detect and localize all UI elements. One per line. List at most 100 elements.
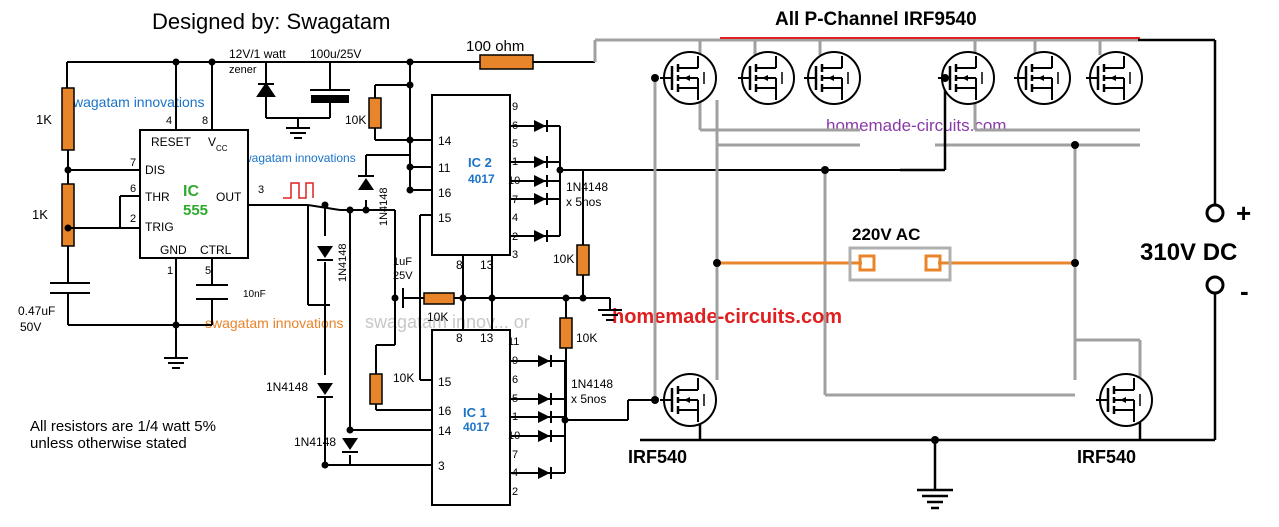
label-diode-b: 1N4148 bbox=[294, 435, 336, 449]
dc-terminal-plus bbox=[1205, 203, 1225, 223]
label-cap-10n: 10nF bbox=[243, 289, 266, 300]
ic1-pin-15: 15 bbox=[438, 375, 452, 389]
resistor-10k-b bbox=[423, 292, 455, 305]
label-diode-v2: 1N4148 bbox=[378, 187, 390, 226]
diode-b bbox=[342, 438, 358, 453]
ic2-pin-15: 15 bbox=[438, 211, 452, 225]
dc-terminal-minus bbox=[1205, 275, 1225, 295]
label-10k-e: 10K bbox=[576, 331, 597, 345]
ic1-pin-2: 2 bbox=[512, 486, 518, 498]
nmos-right bbox=[1094, 372, 1154, 428]
pmos-1 bbox=[658, 50, 718, 106]
watermark-swagatam-2: swagatam innovations bbox=[237, 151, 356, 165]
ic555-vcc-sub: CC bbox=[216, 144, 228, 153]
label-zener: 12V/1 watt bbox=[229, 47, 286, 61]
ic2-name: IC 2 bbox=[468, 155, 492, 170]
watermark-swagatam-1: swagatam innovations bbox=[66, 94, 205, 110]
diode-a bbox=[317, 383, 333, 398]
ic555-thr: THR bbox=[145, 190, 170, 204]
pmos-2 bbox=[736, 50, 796, 106]
label-1k-top: 1K bbox=[36, 112, 52, 127]
designer-title: Designed by: Swagatam bbox=[152, 9, 390, 34]
ic555-dis: DIS bbox=[145, 163, 165, 177]
label-irf540-left: IRF540 bbox=[628, 447, 687, 467]
ic1-name: IC 1 bbox=[463, 405, 487, 420]
label-10k-b: 10K bbox=[427, 310, 448, 324]
label-diode-a: 1N4148 bbox=[266, 380, 308, 394]
ic1-pin-6: 6 bbox=[512, 374, 518, 386]
clock-wiring bbox=[248, 155, 425, 466]
ic2-pin-11: 11 bbox=[438, 161, 451, 175]
watermark-swagatam-4: swagatam innov... or bbox=[365, 312, 530, 332]
watermark-swagatam-3: swagatam innovations bbox=[205, 315, 344, 331]
pmos-6 bbox=[1084, 50, 1144, 106]
label-220v-ac: 220V AC bbox=[852, 225, 920, 244]
ic2-pin-9: 9 bbox=[512, 101, 518, 113]
diode-v1 bbox=[317, 246, 333, 261]
label-10k-c: 10K bbox=[393, 371, 414, 385]
ic555-gnd: GND bbox=[160, 243, 187, 257]
ic555-pin4: 4 bbox=[166, 115, 172, 127]
power-stage-black-wiring bbox=[640, 38, 1217, 510]
ic555-number: 555 bbox=[183, 202, 208, 219]
label-cap-047: 0.47uF bbox=[18, 304, 55, 318]
label-100-ohm: 100 ohm bbox=[466, 38, 524, 55]
label-1k-mid: 1K bbox=[32, 207, 48, 222]
ic2-pin-13: 13 bbox=[480, 258, 494, 272]
nmos-left bbox=[658, 372, 718, 428]
pchannel-heading: All P-Channel IRF9540 bbox=[775, 9, 977, 30]
ic2-left-pins: 14 11 16 15 bbox=[438, 134, 452, 225]
label-zener-2: zener bbox=[229, 64, 257, 76]
label-diodes-ic1-qty: x 5nos bbox=[571, 392, 606, 406]
ic2-pin-16: 16 bbox=[438, 186, 452, 200]
ic2-body bbox=[431, 94, 511, 256]
ic555-name: IC bbox=[183, 183, 199, 200]
label-10k-d: 10K bbox=[553, 252, 574, 266]
label-cap-1u-v: 25V bbox=[393, 270, 413, 282]
ic1-pin-8: 8 bbox=[456, 331, 463, 345]
clock-pulse-icon bbox=[283, 182, 314, 199]
ic2-pin-5: 5 bbox=[512, 138, 518, 150]
resistor-10k-e bbox=[559, 317, 573, 349]
ic-555-body bbox=[139, 129, 249, 259]
timing-wiring bbox=[50, 150, 228, 369]
label-cap-1u: 1uF bbox=[393, 256, 412, 268]
ic2-pin-4: 4 bbox=[512, 212, 518, 224]
ic555-reset: RESET bbox=[151, 135, 192, 149]
ic2-diode-array bbox=[510, 120, 900, 242]
ic555-pin3: 3 bbox=[258, 184, 264, 196]
resistor-100-ohm bbox=[479, 54, 534, 70]
ic555-pin1: 1 bbox=[167, 265, 173, 277]
ic1-pin-11: 11 bbox=[508, 336, 519, 348]
ac-terminal-left bbox=[858, 254, 876, 272]
label-dc-minus: - bbox=[1240, 276, 1249, 306]
capacitor-100u bbox=[310, 62, 350, 118]
pmos-5 bbox=[1012, 50, 1072, 106]
label-diodes-ic2: 1N4148 bbox=[566, 180, 608, 194]
zener-diode bbox=[256, 62, 330, 139]
note-line-2: unless otherwise stated bbox=[30, 435, 187, 452]
power-stage-grey-wiring bbox=[653, 40, 1142, 400]
ic-wiring bbox=[350, 84, 622, 466]
ic1-pin-7: 7 bbox=[512, 449, 518, 461]
ic2-pin-8: 8 bbox=[456, 258, 463, 272]
ic555-trig: TRIG bbox=[145, 220, 174, 234]
note-line-1: All resistors are 1/4 watt 5% bbox=[30, 418, 216, 435]
watermark-homemade-2: homemade-circuits.com bbox=[612, 306, 842, 328]
label-diode-v1: 1N4148 bbox=[337, 243, 349, 282]
ic1-left-pins: 15 16 14 3 bbox=[438, 375, 452, 473]
ac-output-terminal bbox=[848, 246, 952, 282]
label-cap-047-v: 50V bbox=[20, 320, 41, 334]
ic555-out: OUT bbox=[216, 190, 242, 204]
label-irf540-right: IRF540 bbox=[1077, 447, 1136, 467]
ic2-pin-3: 3 bbox=[512, 249, 518, 261]
resistor-1k-mid bbox=[61, 183, 75, 247]
ic555-pin6: 6 bbox=[130, 183, 136, 195]
label-diodes-ic2-qty: x 5nos bbox=[566, 195, 601, 209]
ic555-pin2: 2 bbox=[130, 213, 136, 225]
label-310v-dc: 310V DC bbox=[1140, 239, 1237, 266]
label-10k-a: 10K bbox=[345, 113, 366, 127]
ic555-pin8: 8 bbox=[202, 115, 208, 127]
resistor-10k-d bbox=[576, 244, 590, 276]
